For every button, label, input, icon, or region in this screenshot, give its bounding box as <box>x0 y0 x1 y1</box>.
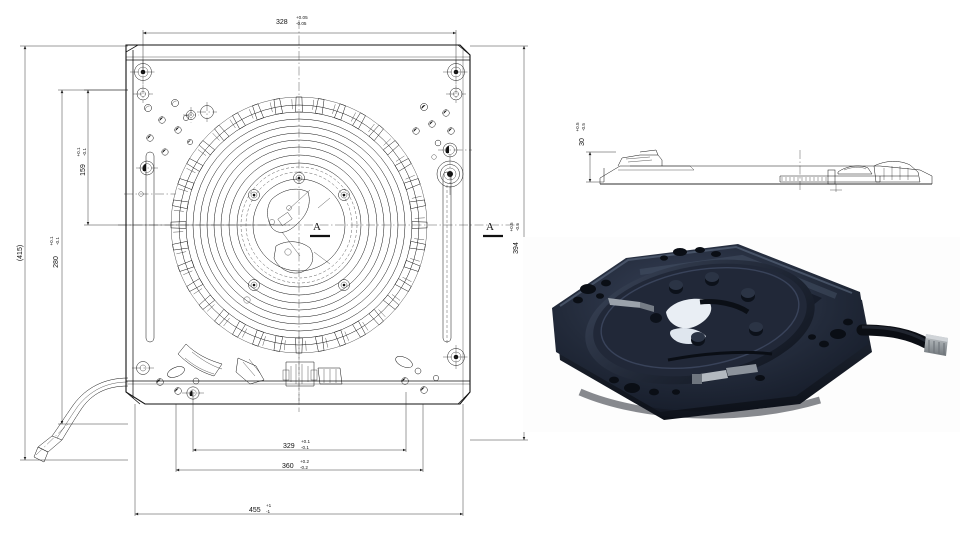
center-hub <box>267 188 331 274</box>
dim-329-tol-minus: -0.1 <box>301 445 309 450</box>
section-mark-center: A <box>310 221 330 238</box>
dim-394-tol-plus: +0.5 <box>509 222 514 232</box>
dim-159-tol-plus: +0.1 <box>76 147 81 157</box>
hole-field-upper-right <box>412 103 472 196</box>
dim-328-tol-plus: +0.05 <box>296 15 308 20</box>
hub-arm <box>699 299 750 315</box>
dim-280-tol-minus: -0.1 <box>55 237 60 245</box>
side-section-view-group: 30 +0.5 -0.5 <box>575 122 933 192</box>
dimension-455: 455 +1 -1 <box>134 404 464 516</box>
dim-30-tol-minus: -0.5 <box>581 123 586 131</box>
dim-30-value: 30 <box>579 138 586 146</box>
side-rails <box>145 151 452 345</box>
side-left-bracket <box>617 149 695 171</box>
section-mark-right: A <box>483 221 503 238</box>
dimension-360: 360 +0.2 -0.2 <box>175 404 424 472</box>
dim-394-tol-minus: -0.5 <box>515 223 520 231</box>
dimension-328-top: 328 +0.05 -0.05 <box>142 15 457 70</box>
dim-394-value: 394 <box>513 242 520 254</box>
cable-and-connector <box>33 377 129 463</box>
dim-30-tol-plus: +0.5 <box>575 122 580 132</box>
photo-cable <box>856 324 948 356</box>
dim-360-tol-minus: -0.2 <box>300 465 308 470</box>
plate-outline <box>125 44 471 405</box>
pivot-boss-right <box>436 155 464 196</box>
dim-415-value: (415) <box>17 245 24 261</box>
dim-329-value: 329 <box>283 443 295 450</box>
hub-opening <box>666 298 712 329</box>
dim-328-value: 328 <box>276 19 288 26</box>
photo-mounting-holes <box>573 247 853 396</box>
bottom-mount-bosses <box>132 345 469 400</box>
dimension-159: 159 +0.1 -0.1 <box>76 89 290 226</box>
dim-328-tol-minus: -0.05 <box>296 21 307 26</box>
section-a-label-center: A <box>313 221 321 233</box>
turntable-ring-line <box>600 266 800 370</box>
dim-360-value: 360 <box>282 463 294 470</box>
hub-studs <box>650 272 763 346</box>
side-right-section <box>779 150 921 192</box>
dim-455-tol-plus: +1 <box>266 503 272 508</box>
dimension-329: 329 +0.1 -0.1 <box>192 392 407 452</box>
dim-280-tol-plus: +0.1 <box>49 236 54 246</box>
photo-latch-parts <box>608 298 773 384</box>
dim-455-value: 455 <box>249 507 261 514</box>
dim-329-tol-plus: +0.1 <box>301 439 311 444</box>
dimension-415: (415) <box>17 45 128 461</box>
section-a-label-right: A <box>486 221 494 233</box>
dim-159-value: 159 <box>80 164 87 176</box>
dim-455-tol-minus: -1 <box>266 509 271 514</box>
top-view-group: A A 328 +0.05 -0.05 329 +0.1 -0.1 <box>17 15 528 516</box>
dim-159-tol-minus: -0.1 <box>82 148 87 156</box>
hole-field-upper-left <box>124 99 217 197</box>
dimension-280: 280 +0.1 -0.1 <box>49 89 128 425</box>
photo-shadow <box>578 388 822 419</box>
dim-360-tol-plus: +0.2 <box>300 459 310 464</box>
product-photo-group <box>523 237 960 432</box>
dimension-30-thickness: 30 +0.5 -0.5 <box>575 122 616 183</box>
latch-mechanism <box>177 336 343 404</box>
dim-280-value: 280 <box>53 256 60 268</box>
